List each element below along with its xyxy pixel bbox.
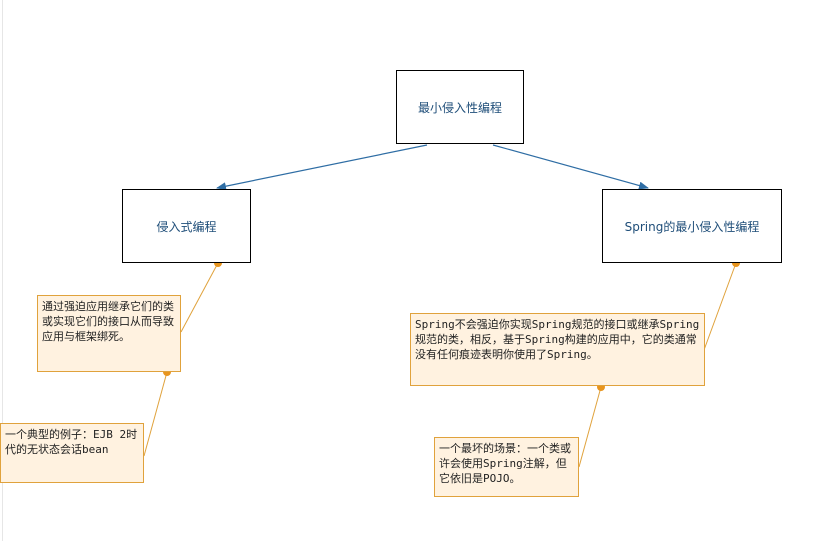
node-spring-label: Spring的最小侵入性编程 (624, 219, 760, 234)
note-invasive-desc-text: 通过强迫应用继承它们的类或实现它们的接口从而导致应用与框架绑死。 (42, 300, 174, 343)
arrow-root-to-invasive (216, 144, 428, 191)
connector-desc-to-example (143, 371, 168, 457)
node-invasive[interactable]: 侵入式编程 (122, 189, 251, 263)
note-spring-worst-text: 一个最坏的场景：一个类或许会使用Spring注解，但它依旧是POJO。 (439, 442, 571, 485)
node-invasive-label: 侵入式编程 (156, 219, 217, 234)
note-spring-desc[interactable]: Spring不会强迫你实现Spring规范的接口或继承Spring规范的类，相反… (410, 313, 705, 386)
note-invasive-example[interactable]: 一个典型的例子：EJB 2时代的无状态会话bean (0, 423, 144, 483)
left-edge-line (2, 0, 3, 541)
connector-invasive-to-desc (180, 262, 219, 333)
note-invasive-desc[interactable]: 通过强迫应用继承它们的类或实现它们的接口从而导致应用与框架绑死。 (37, 295, 181, 372)
node-root-label: 最小侵入性编程 (417, 100, 502, 115)
connector-spring-to-desc (703, 262, 737, 351)
note-spring-worst[interactable]: 一个最坏的场景：一个类或许会使用Spring注解，但它依旧是POJO。 (434, 437, 579, 497)
note-invasive-example-text: 一个典型的例子：EJB 2时代的无状态会话bean (5, 428, 138, 456)
connector-spring-desc-to-worst (578, 386, 602, 468)
note-spring-desc-text: Spring不会强迫你实现Spring规范的接口或继承Spring规范的类，相反… (415, 318, 700, 361)
arrow-root-to-spring (492, 144, 649, 190)
node-spring[interactable]: Spring的最小侵入性编程 (602, 189, 782, 263)
node-root[interactable]: 最小侵入性编程 (396, 70, 524, 144)
